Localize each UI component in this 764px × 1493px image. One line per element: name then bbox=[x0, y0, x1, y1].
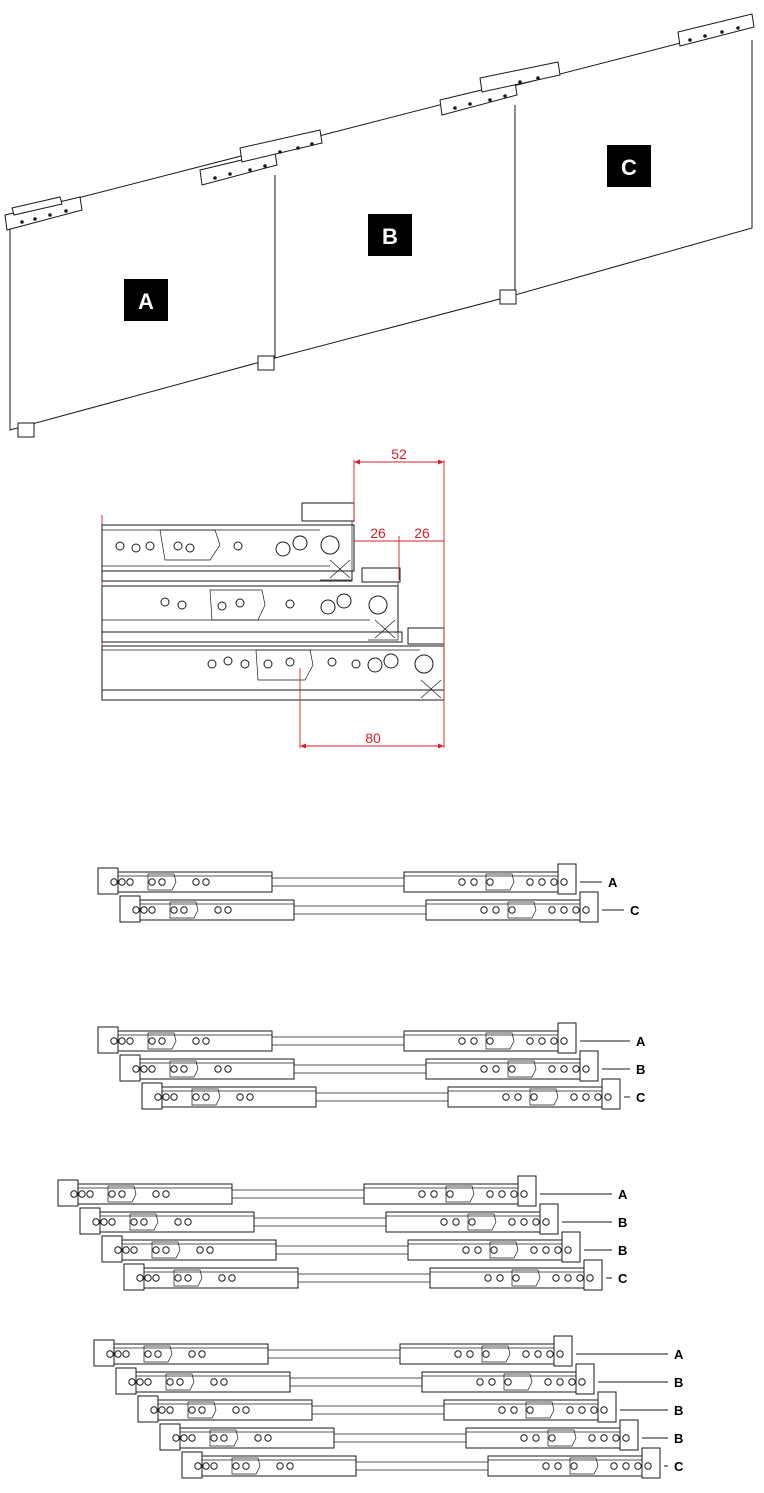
badge-c-bg bbox=[607, 145, 651, 187]
floor-guide-b bbox=[257, 355, 275, 371]
track-row: B bbox=[119, 1050, 645, 1082]
detail-profile-row-3 bbox=[101, 627, 445, 701]
track-row: B bbox=[79, 1203, 627, 1235]
door-badge-c: C bbox=[607, 145, 651, 187]
floor-guide-a bbox=[17, 422, 35, 438]
track-row: C bbox=[123, 1259, 628, 1291]
track-row: B bbox=[101, 1231, 627, 1263]
door-badge-a: A bbox=[124, 279, 168, 321]
configuration-two-door: AC bbox=[97, 863, 640, 923]
configuration-three-door: ABC bbox=[97, 1022, 646, 1110]
track-row: C bbox=[141, 1078, 646, 1110]
badge-b-bg bbox=[368, 214, 412, 256]
track-row-label: C bbox=[636, 1090, 646, 1105]
detail-profile-row-2 bbox=[101, 567, 403, 643]
dimension-26-left: 26 bbox=[370, 525, 386, 541]
isometric-panels-view: A B C bbox=[4, 13, 755, 438]
track-row-label: A bbox=[618, 1187, 628, 1202]
track-row-label: C bbox=[674, 1459, 684, 1474]
track-row-label: A bbox=[636, 1034, 646, 1049]
track-row-label: B bbox=[674, 1403, 683, 1418]
track-row-label: C bbox=[618, 1271, 628, 1286]
dimension-52: 52 bbox=[391, 446, 407, 462]
dimension-80: 80 bbox=[365, 730, 381, 746]
track-row-label: B bbox=[674, 1375, 683, 1390]
track-row-label: C bbox=[630, 903, 640, 918]
track-row-label: B bbox=[674, 1431, 683, 1446]
track-row: A bbox=[97, 1022, 646, 1054]
door-panel-b bbox=[199, 105, 516, 371]
track-row-label: B bbox=[636, 1062, 645, 1077]
roller-carriage-b bbox=[199, 129, 323, 186]
dimension-detail-view: 52 26 26 80 bbox=[101, 446, 445, 749]
track-row: A bbox=[93, 1335, 684, 1367]
track-row-label: B bbox=[618, 1215, 627, 1230]
top-track-line bbox=[69, 37, 701, 201]
badge-b-label: B bbox=[382, 224, 398, 249]
dimension-lines bbox=[299, 459, 445, 749]
track-row: C bbox=[119, 891, 640, 923]
floor-guide-c bbox=[499, 289, 517, 305]
track-row-label: A bbox=[608, 875, 618, 890]
door-panel-c bbox=[439, 13, 755, 305]
badge-c-label: C bbox=[621, 155, 637, 180]
roller-carriage-a bbox=[4, 196, 83, 231]
dimension-26-right: 26 bbox=[414, 525, 430, 541]
track-row: A bbox=[57, 1175, 628, 1207]
door-badge-b: B bbox=[368, 214, 412, 256]
track-row: C bbox=[181, 1447, 684, 1479]
detail-profile-row-1 bbox=[101, 502, 355, 582]
roller-carriage-c bbox=[439, 13, 755, 116]
track-row: B bbox=[115, 1363, 683, 1395]
track-row-label: B bbox=[618, 1243, 627, 1258]
track-row: B bbox=[137, 1391, 683, 1423]
badge-a-label: A bbox=[138, 289, 154, 314]
track-row: B bbox=[159, 1419, 683, 1451]
track-row: A bbox=[97, 863, 618, 895]
track-row-label: A bbox=[674, 1347, 684, 1362]
badge-a-bg bbox=[124, 279, 168, 321]
